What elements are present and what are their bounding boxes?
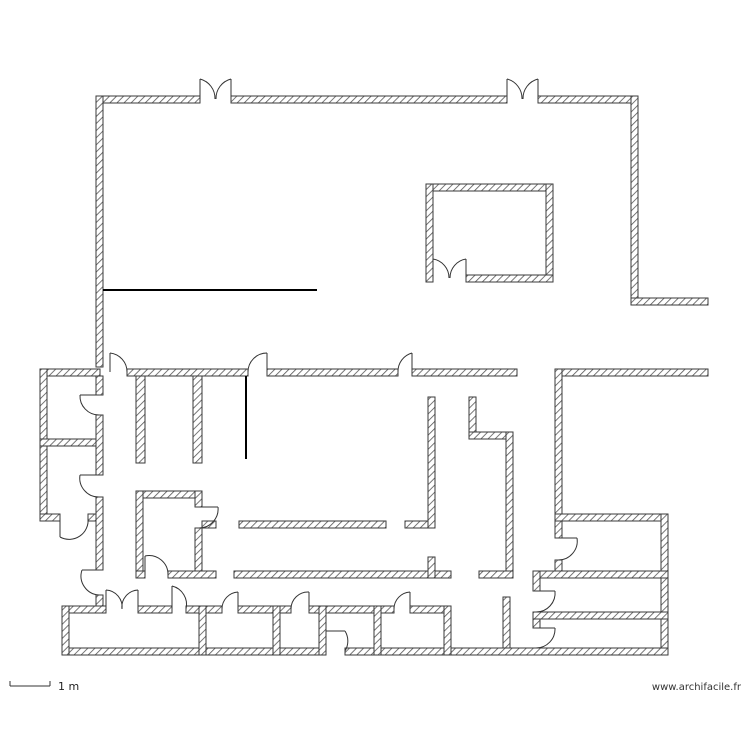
door-bottom-2	[221, 591, 239, 610]
center-walls	[233, 396, 514, 656]
door-left-3	[59, 517, 89, 540]
door-bottom-5	[393, 591, 411, 610]
door-corridor-1	[171, 585, 188, 610]
double-door-bottom-left	[105, 589, 139, 610]
credit-text[interactable]: www.archifacile.fr	[652, 682, 742, 693]
stub-walls	[135, 375, 203, 464]
double-door-top-left	[199, 78, 232, 100]
door-middle-3	[397, 352, 413, 373]
door-right-1	[557, 537, 578, 561]
middle-wall	[39, 368, 709, 377]
door-middle-1	[109, 352, 128, 373]
bottom-rooms-walls	[61, 605, 669, 656]
door-small-room-2	[144, 555, 169, 576]
door-left-2	[79, 474, 100, 498]
upper-hall-walls	[95, 95, 709, 368]
scale-label: 1 m	[58, 680, 79, 693]
door-bottom-4	[326, 630, 349, 652]
left-rooms-walls	[39, 368, 104, 614]
door-left-1	[79, 394, 100, 416]
door-bottom-3	[290, 591, 310, 610]
door-right-2	[535, 590, 556, 613]
doors	[59, 78, 578, 652]
inner-room-walls	[425, 183, 554, 283]
door-left-4	[80, 569, 100, 596]
door-middle-2	[247, 352, 268, 373]
door-small-room-1	[198, 506, 219, 529]
door-right-3	[535, 627, 556, 649]
right-rooms-walls	[532, 368, 669, 656]
double-door-inner-room	[432, 258, 467, 279]
scale-bar: 1 m	[9, 680, 79, 693]
double-door-top-right	[506, 78, 539, 100]
small-room-walls	[135, 490, 217, 579]
